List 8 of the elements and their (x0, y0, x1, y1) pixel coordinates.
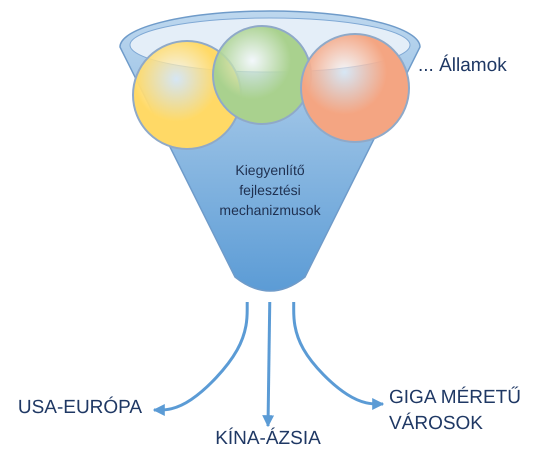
group-label: ... Államok (418, 55, 507, 77)
destination-label: GIGA MÉRETŰ VÁROSOK (388, 386, 522, 436)
arrow (262, 302, 274, 428)
destination-label: USA-EURÓPA (16, 396, 144, 420)
arrow (152, 302, 249, 416)
funnel-label: Kiegyenlítő fejlesztési mechanizmusok (218, 161, 322, 220)
arrow (292, 302, 384, 410)
destination-label: KÍNA-ÁZSIA (214, 426, 322, 451)
